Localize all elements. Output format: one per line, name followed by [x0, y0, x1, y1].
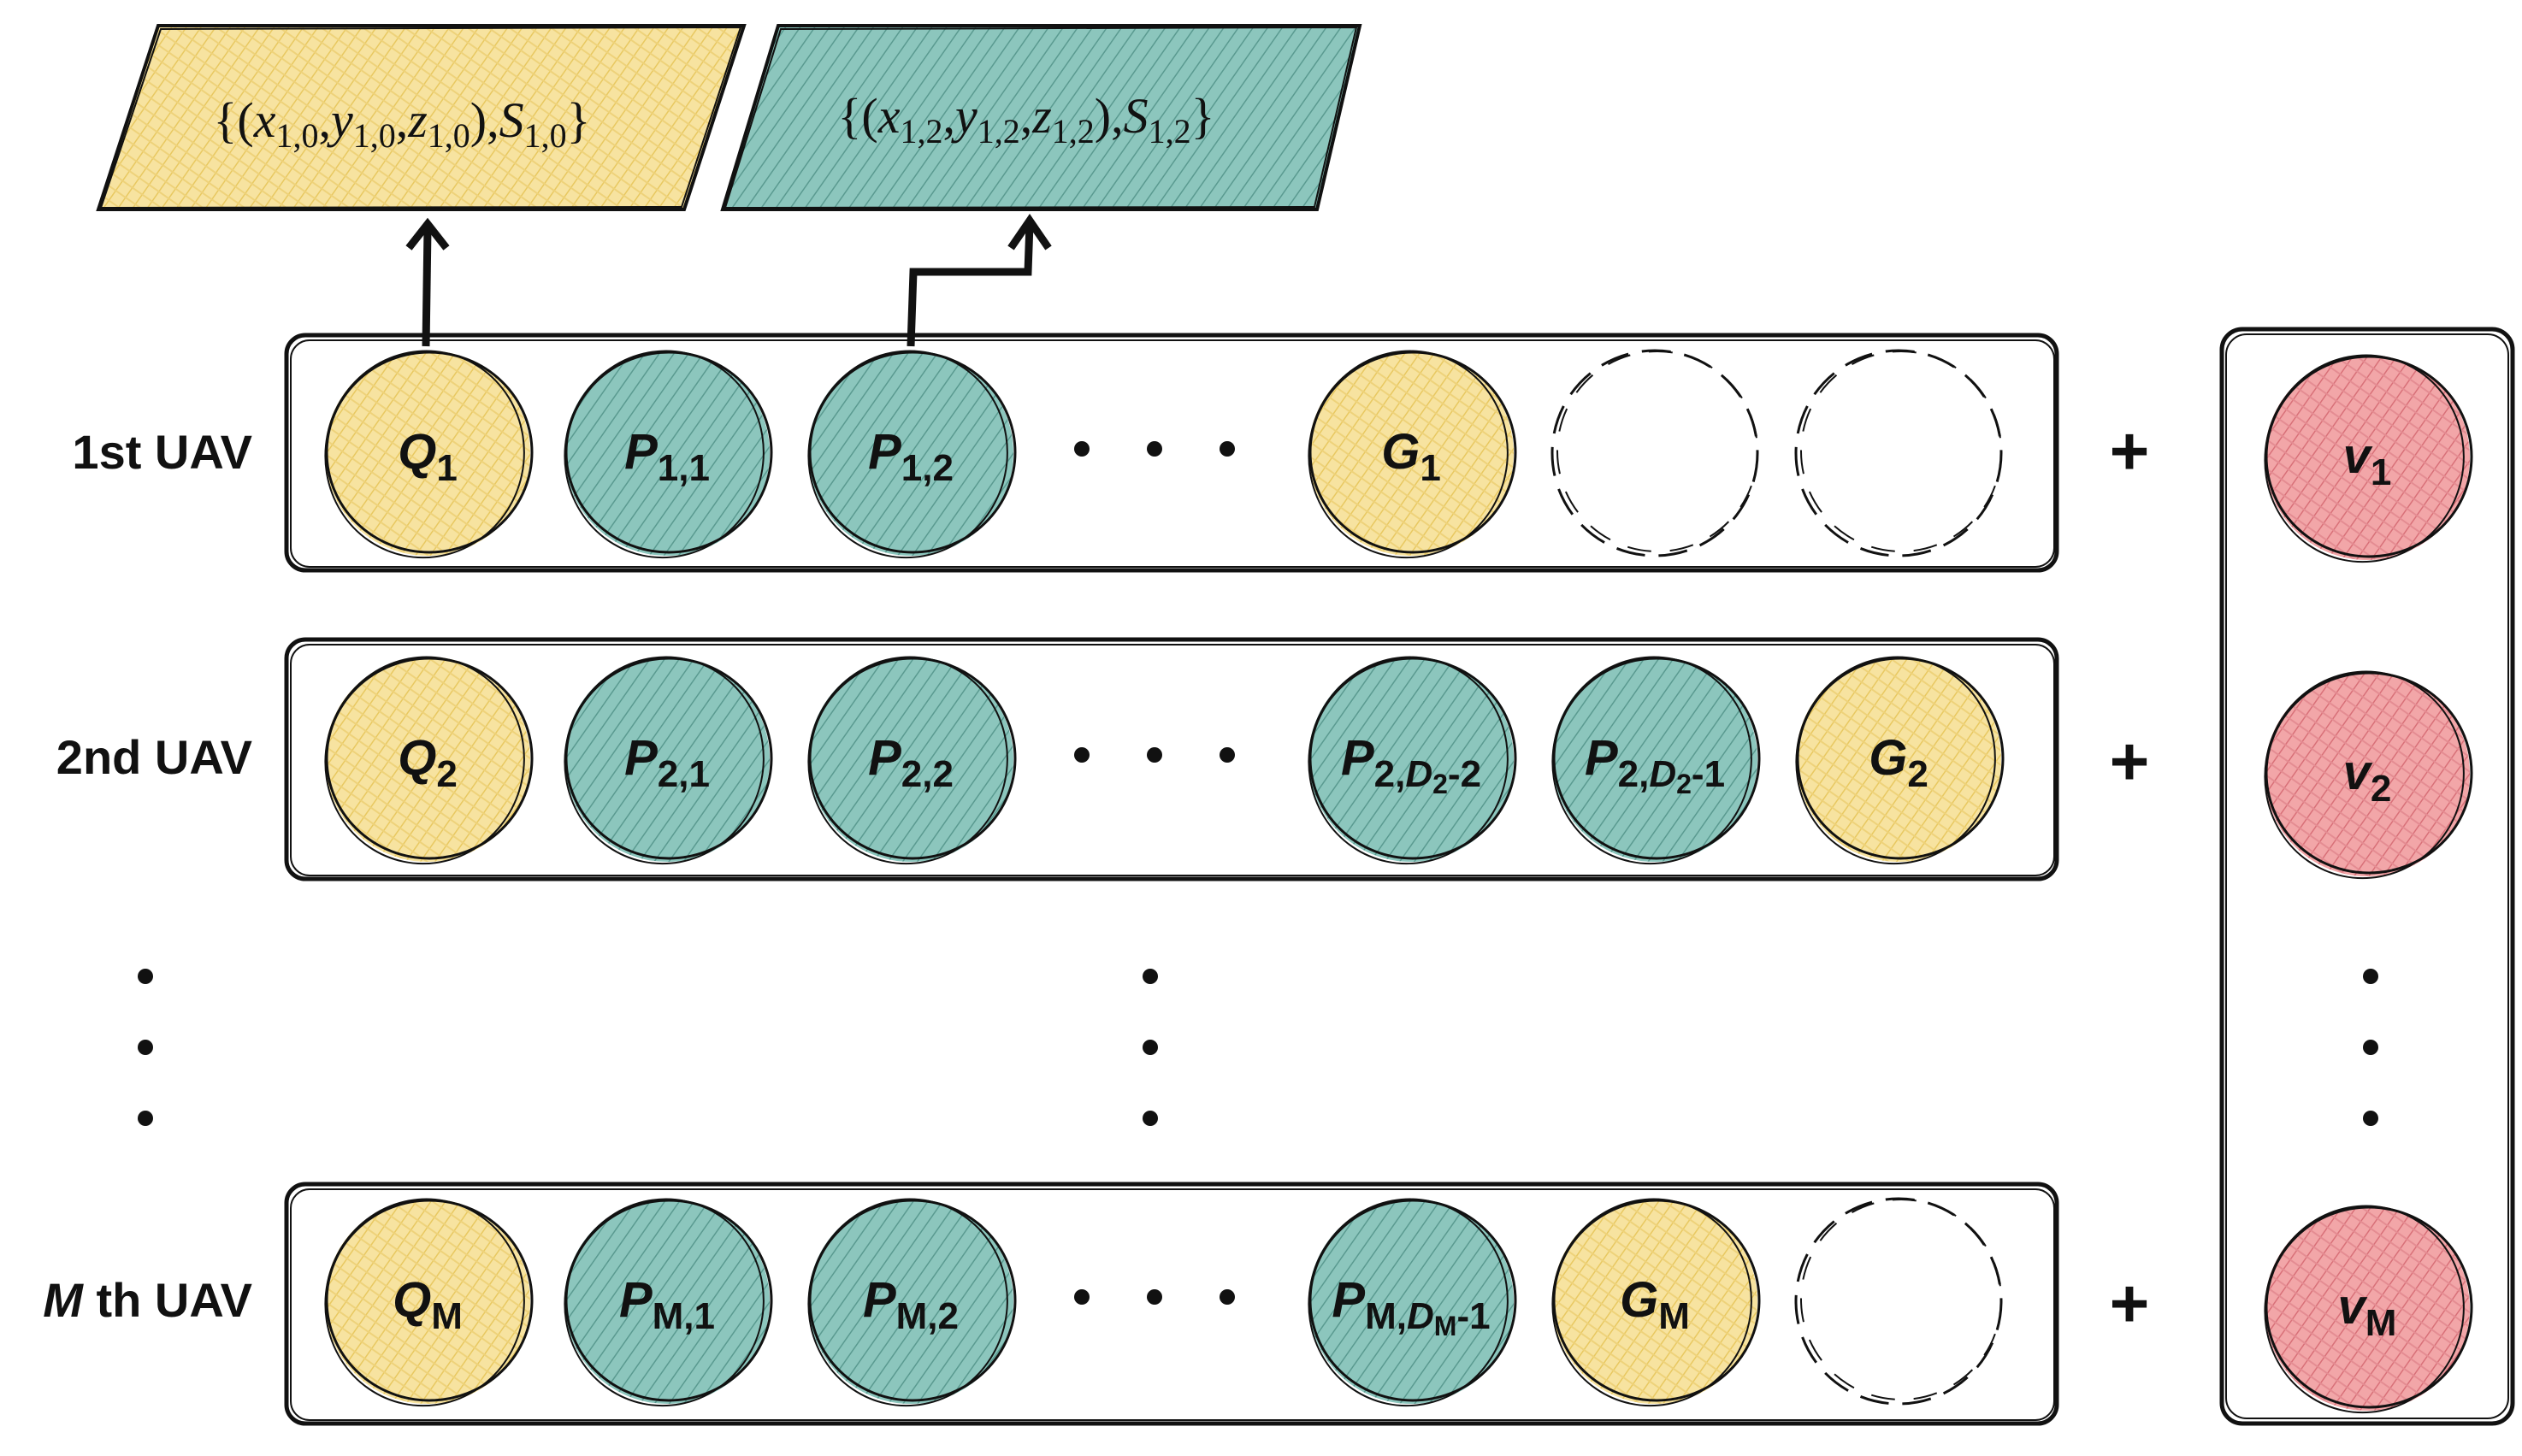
row-container-2 — [284, 637, 2059, 881]
velocity-node: v2 — [2264, 670, 2473, 880]
output-box-q1: {(x1,0,y1,0,z1,0),S1,0} — [96, 24, 747, 211]
svg-text:P1,1: P1,1 — [624, 424, 710, 489]
gene-node-g: G2 — [1795, 656, 2005, 865]
gene-node-q: QM — [324, 1198, 534, 1407]
velocity-node: v1 — [2264, 354, 2473, 563]
svg-text:vM: vM — [2338, 1279, 2397, 1344]
svg-text:P2,2: P2,2 — [868, 730, 954, 795]
arrow-q1-to-output — [405, 217, 450, 347]
svg-text:v1: v1 — [2343, 428, 2392, 493]
gene-node-g: G1 — [1308, 350, 1517, 559]
gene-node-p: P2,D2-2 — [1308, 656, 1517, 865]
vertical-ellipsis-left — [138, 969, 153, 1126]
gene-node-p: PM,DM-1 — [1308, 1198, 1517, 1407]
svg-text:G2: G2 — [1869, 730, 1928, 795]
svg-text:QM: QM — [393, 1272, 463, 1337]
gene-node-g: GM — [1551, 1198, 1761, 1407]
svg-text:Q2: Q2 — [398, 730, 458, 795]
gene-node-p: PM,2 — [807, 1198, 1017, 1407]
svg-text:Q1: Q1 — [398, 424, 458, 489]
svg-text:GM: GM — [1620, 1272, 1690, 1337]
gene-node-q: Q2 — [324, 656, 534, 865]
horizontal-ellipsis — [1074, 1289, 1235, 1305]
gene-node-p: P1,2 — [807, 350, 1017, 559]
gene-node-p: P2,D2-1 — [1551, 656, 1761, 865]
row-label-2: 2nd UAV — [56, 730, 252, 784]
vertical-ellipsis-right — [2363, 969, 2378, 1126]
svg-text:PM,DM-1: PM,DM-1 — [1332, 1272, 1490, 1341]
plus-sign-1: + — [2110, 413, 2150, 489]
row-label-m: M th UAV — [43, 1273, 252, 1327]
horizontal-ellipsis — [1074, 441, 1235, 457]
formula-q1: {(x1,0,y1,0,z1,0),S1,0} — [214, 92, 591, 155]
arrow-p12-to-output — [907, 214, 1052, 347]
vertical-ellipsis-middle — [1143, 969, 1158, 1126]
velocity-node: vM — [2264, 1205, 2473, 1414]
gene-node-q: Q1 — [324, 350, 534, 559]
empty-node-slot — [1794, 1197, 2003, 1406]
velocity-container — [2219, 327, 2515, 1426]
svg-text:PM,1: PM,1 — [619, 1272, 715, 1337]
plus-sign-2: + — [2110, 723, 2150, 799]
empty-node-slot — [1550, 349, 1759, 557]
svg-text:P1,2: P1,2 — [868, 424, 954, 489]
svg-text:G1: G1 — [1381, 424, 1441, 489]
row-container-m — [284, 1182, 2059, 1426]
plus-sign-m: + — [2110, 1265, 2150, 1341]
svg-text:P2,D2-1: P2,D2-1 — [1585, 730, 1725, 799]
gene-node-p: P1,1 — [564, 350, 773, 559]
gene-node-p: P2,1 — [564, 656, 773, 865]
gene-node-p: P2,2 — [807, 656, 1017, 865]
output-box-p12: {(x1,2,y1,2,z1,2),S1,2} — [720, 24, 1362, 211]
gene-node-p: PM,1 — [564, 1198, 773, 1407]
svg-text:v2: v2 — [2343, 745, 2392, 810]
row-container-1 — [284, 333, 2059, 573]
svg-text:PM,2: PM,2 — [863, 1272, 959, 1337]
svg-text:P2,D2-2: P2,D2-2 — [1341, 730, 1481, 799]
row-label-1: 1st UAV — [72, 425, 252, 479]
empty-node-slot — [1794, 349, 2003, 557]
formula-p12: {(x1,2,y1,2,z1,2),S1,2} — [838, 88, 1215, 150]
svg-text:P2,1: P2,1 — [624, 730, 710, 795]
horizontal-ellipsis — [1074, 747, 1235, 763]
